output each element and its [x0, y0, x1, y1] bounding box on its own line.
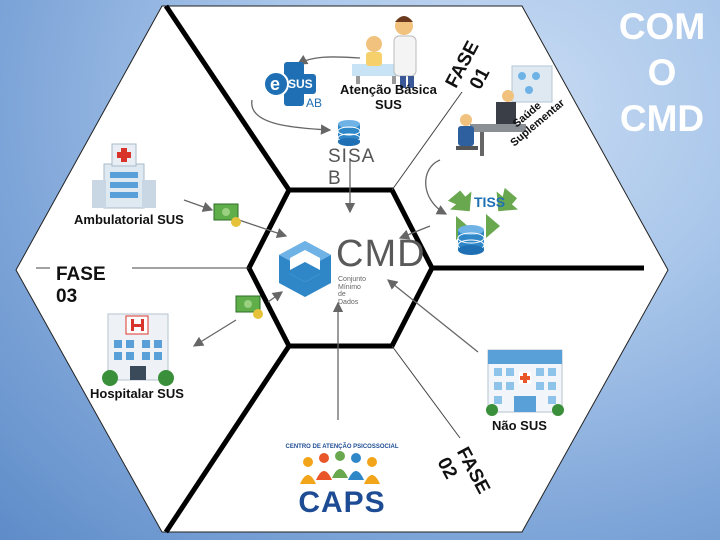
subtitle-line: Dados	[338, 298, 359, 306]
ambulatorial-building-icon	[92, 143, 156, 209]
esus-ab-text: e SUS AB	[266, 74, 326, 114]
title-line: COM	[618, 6, 706, 47]
caps-people-icon	[300, 451, 380, 484]
sisab-line: B	[328, 168, 342, 189]
label-line: Atenção Básica	[340, 82, 437, 97]
title-line: CMD	[619, 98, 705, 139]
esus-ab-logo	[263, 62, 316, 106]
fase-dividers	[36, 91, 463, 439]
atencao-basica-label: Atenção Básica SUS	[340, 82, 437, 112]
nao-sus-label: Não SUS	[492, 418, 547, 433]
sisab-database-icon	[337, 120, 361, 146]
cmd-brand: CMD	[336, 233, 426, 275]
caps-name: CAPS	[298, 486, 386, 519]
fase-label-word: FASE	[56, 264, 106, 285]
fase-03-label: FASE 03	[56, 264, 106, 308]
slide-title: COM O CMD	[612, 4, 712, 142]
esus-text: SUS	[288, 77, 313, 91]
subtitle-line: Mínimo	[338, 283, 361, 291]
money-icon-hospitalar	[235, 295, 263, 319]
subtitle-line: de	[338, 291, 346, 298]
nao-sus-hospital-icon	[486, 349, 564, 416]
doctor-patient-icon	[352, 16, 417, 88]
title-line: O	[647, 52, 677, 93]
caps-arc-text: CENTRO DE ATENÇÃO PSICOSSOCIAL	[285, 444, 399, 450]
cmd-cube-icon	[279, 241, 331, 297]
cmd-subtitle: Conjunto Mínimo de Dados	[338, 276, 366, 306]
hospitalar-label: Hospitalar SUS	[90, 386, 184, 401]
fase-label-number: 03	[56, 286, 78, 307]
office-doctor-icon	[456, 65, 553, 156]
flow-arrows	[183, 54, 479, 420]
sisab-line: SISA	[328, 146, 376, 167]
esus-e: e	[270, 74, 281, 94]
tiss-label: TISS	[474, 194, 506, 210]
subtitle-line: Conjunto	[338, 276, 367, 283]
esus-ab: AB	[306, 96, 323, 110]
label-line: SUS	[375, 97, 402, 112]
tiss-icon	[447, 187, 519, 255]
hospital-building-icon	[102, 313, 174, 386]
ambulatorial-label: Ambulatorial SUS	[74, 212, 184, 227]
money-icon-ambulatorial	[213, 203, 241, 227]
sisab-label: SISA B	[328, 146, 375, 190]
